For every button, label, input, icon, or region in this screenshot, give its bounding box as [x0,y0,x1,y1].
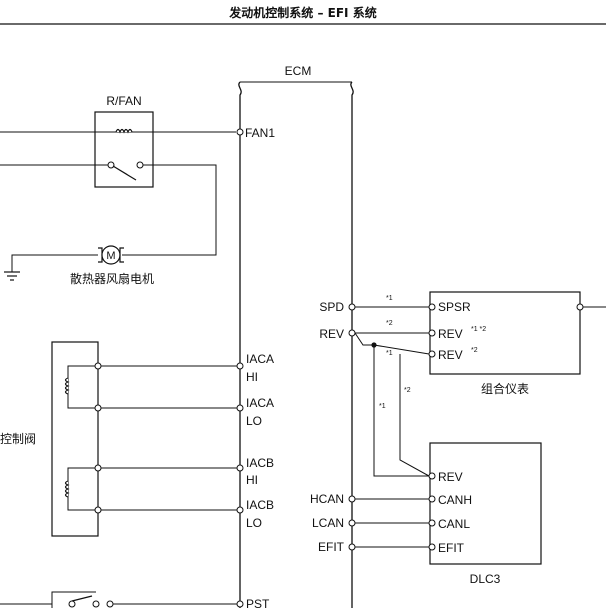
relay-coil-icon [115,128,133,134]
iaca-hi-label-2: HI [246,370,258,384]
note-rev: *2 [386,320,393,327]
pst-switch-contact-2 [92,600,100,608]
valve-terminal-1 [94,362,102,370]
spd-pin-label: SPD [319,300,344,314]
meter-output-terminal [576,303,584,311]
efit-pin-label: EFIT [318,540,345,554]
pst-switch-blade-icon [71,595,93,602]
meter-rev2-label: REV [438,348,463,362]
valve-box [51,341,99,537]
rev-pin-label: REV [319,327,344,341]
valve-terminal-4 [94,506,102,514]
hcan-terminal [348,495,356,503]
pst-switch-contact-3 [106,600,114,608]
ecm-left-border [238,81,242,608]
rev-dlc3-wire-2 [399,354,430,477]
iaca-lo-terminal [236,404,244,412]
dlc3-rev-terminal [428,472,436,480]
meter-rev1-terminal [428,329,436,337]
meter-rev1-note: *1 *2 [471,326,486,333]
rev-dlc3-wire-1 [373,345,429,477]
iacb-hi-terminal [236,464,244,472]
relay-label: R/FAN [106,94,141,108]
note-spd: *1 [386,295,393,302]
valve-coil-b-icon [64,480,70,498]
meter-spsr-label: SPSR [438,300,471,314]
motor-symbol: M [106,250,115,262]
dlc3-canh-terminal [428,495,436,503]
valve-coil-b-frame [67,467,98,511]
motor-brush-right [119,247,124,263]
efit-terminal [348,543,356,551]
page-title: 发动机控制系统 – EFI 系统 [228,5,376,20]
fan1-pin-label: FAN1 [245,126,275,140]
fan1-terminal [236,128,244,136]
dlc3-efit-terminal [428,543,436,551]
dlc3-canh-label: CANH [438,493,472,507]
valve-terminal-3 [94,464,102,472]
spd-terminal [348,303,356,311]
iacb-lo-terminal [236,506,244,514]
motor-label: 散热器风扇电机 [70,271,154,286]
dlc3-efit-label: EFIT [438,541,465,555]
meter-rev2-note: *2 [471,347,478,354]
relay-contact-right [136,161,144,169]
ecm-label: ECM [285,64,312,78]
iacb-lo-label-2: LO [246,516,262,530]
iaca-hi-label-1: IACA [246,352,274,366]
dlc3-canl-terminal [428,519,436,527]
relay-contact-left [107,161,115,169]
relay-box [94,111,154,188]
relay-output-wire [122,164,217,256]
pst-switch-frame [51,591,96,608]
dlc3-rev-label: REV [438,470,463,484]
rev-branch-wire [354,332,430,355]
iaca-lo-label-2: LO [246,414,262,428]
dlc3-canl-label: CANL [438,517,470,531]
note-dlc3-1: *1 [379,403,386,410]
valve-terminal-2 [94,404,102,412]
pst-terminal [236,600,244,608]
valve-label: 控制阀 [0,432,36,446]
meter-label: 组合仪表 [481,381,529,396]
iacb-hi-label-1: IACB [246,456,274,470]
ecm-right-border [350,81,354,608]
spsr-terminal [428,303,436,311]
relay-switch-blade-icon [112,165,137,181]
meter-rev2-terminal [428,350,436,358]
iaca-lo-label-1: IACA [246,396,274,410]
pst-switch-contact-1 [68,600,76,608]
iaca-hi-terminal [236,362,244,370]
dlc3-label: DLC3 [470,572,501,586]
valve-coil-a-icon [64,377,70,395]
note-dlc3-2: *2 [404,387,411,394]
motor-ground-wire [11,254,98,272]
meter-rev1-label: REV [438,327,463,341]
rev-terminal [348,329,356,337]
lcan-pin-label: LCAN [312,516,344,530]
hcan-pin-label: HCAN [310,492,344,506]
note-rev-branch: *1 [386,350,393,357]
iacb-lo-label-1: IACB [246,498,274,512]
iacb-hi-label-2: HI [246,473,258,487]
pst-pin-label: PST [246,597,270,608]
lcan-terminal [348,519,356,527]
valve-coil-a-frame [67,365,98,409]
dlc3-box [429,442,542,565]
